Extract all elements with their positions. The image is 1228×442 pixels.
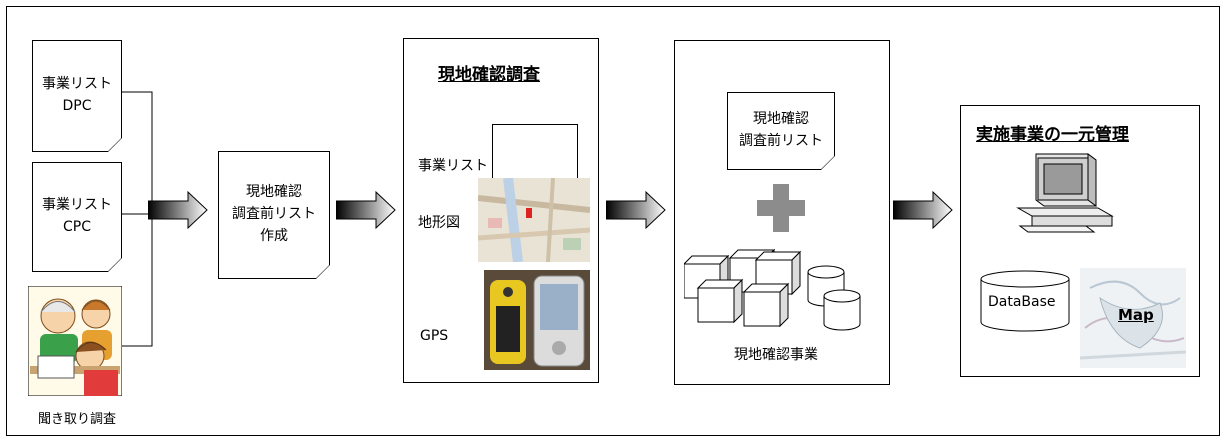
item-gps-label: GPS	[420, 328, 449, 344]
arrow-right-icon	[606, 190, 666, 230]
database-icon	[980, 270, 1070, 332]
arrow-right-icon	[893, 190, 953, 230]
doc-list-dpc-label: 事業リスト DPC	[42, 76, 112, 114]
interview-caption: 聞き取り調査	[38, 412, 117, 427]
gps-devices-image	[484, 270, 590, 370]
confirm-pre-survey-doc-label: 現地確認 調査前リスト	[739, 111, 823, 149]
management-title: 実施事業の一元管理	[976, 125, 1129, 145]
doc-pre-survey-create: 現地確認 調査前リスト 作成	[218, 151, 330, 279]
map-label: Map	[1118, 306, 1154, 324]
topographic-map-image	[478, 178, 590, 262]
diagram-frame	[6, 6, 1220, 436]
database-label: DataBase	[988, 294, 1056, 310]
box-icon	[742, 282, 790, 328]
box-icon	[696, 278, 744, 324]
document-icon	[821, 156, 835, 170]
arrow-right-icon	[336, 190, 396, 230]
computer-icon	[1016, 153, 1114, 233]
confirm-pre-survey-doc: 現地確認 調査前リスト	[727, 92, 835, 170]
plus-icon	[757, 184, 805, 232]
document-icon	[108, 138, 122, 152]
projects-cluster	[684, 248, 861, 331]
interview-illustration	[28, 286, 122, 396]
doc-list-cpc: 事業リスト CPC	[32, 162, 122, 272]
document-icon	[108, 258, 122, 272]
map-image	[1080, 268, 1186, 368]
doc-list-dpc: 事業リスト DPC	[32, 40, 122, 152]
doc-list-cpc-label: 事業リスト CPC	[42, 197, 112, 235]
field-survey-title: 現地確認調査	[438, 65, 540, 85]
doc-pre-survey-create-label: 現地確認 調査前リスト 作成	[232, 184, 316, 244]
database-icon	[823, 289, 861, 331]
arrow-right-icon	[148, 190, 208, 230]
confirm-panel-caption: 現地確認事業	[734, 347, 818, 363]
item-map-label: 地形図	[418, 215, 460, 231]
document-icon	[316, 265, 330, 279]
item-list-label: 事業リスト	[418, 158, 488, 174]
